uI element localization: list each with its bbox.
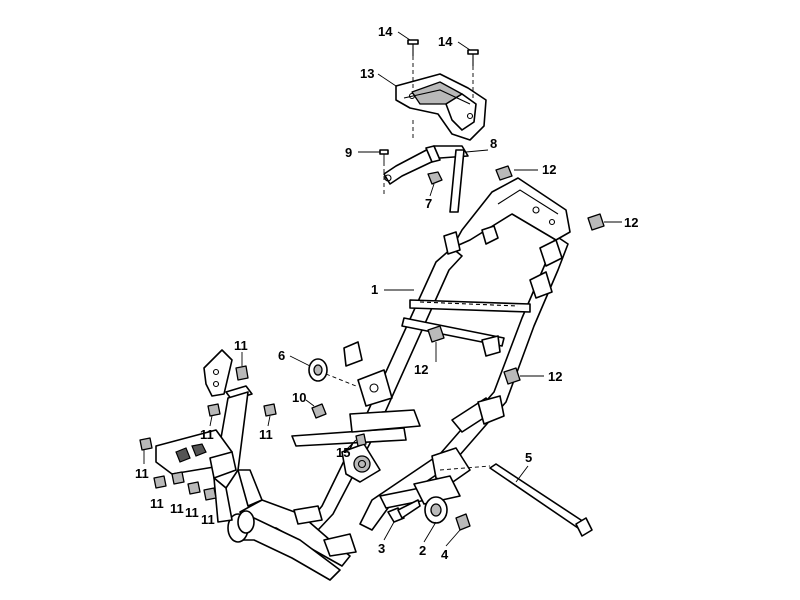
- rack-support-bracket: [379, 120, 469, 213]
- small-parts: [139, 165, 605, 537]
- callout-11-h: 11: [201, 512, 215, 527]
- callout-3: 3: [378, 541, 385, 556]
- callout-5: 5: [525, 450, 532, 465]
- callout-11-b: 11: [200, 427, 214, 442]
- callout-11-d: 11: [135, 466, 149, 481]
- callout-11-e: 11: [150, 496, 164, 511]
- callout-9: 9: [345, 145, 352, 160]
- callout-14-a: 14: [378, 24, 393, 39]
- callout-12-b: 12: [624, 215, 638, 230]
- callout-12-c: 12: [414, 362, 428, 377]
- callout-11-f: 11: [170, 501, 184, 516]
- callout-13: 13: [360, 66, 374, 81]
- callout-4: 4: [441, 547, 449, 562]
- callout-1: 1: [371, 282, 378, 297]
- callout-11-g: 11: [185, 505, 199, 520]
- callout-leaders: [143, 31, 622, 547]
- main-frame: [155, 177, 571, 581]
- callout-14-b: 14: [438, 34, 453, 49]
- callout-10: 10: [292, 390, 306, 405]
- callout-8: 8: [490, 136, 497, 151]
- callout-6: 6: [278, 348, 285, 363]
- rear-rack: [395, 39, 487, 141]
- callout-15: 15: [336, 445, 350, 460]
- callout-11-c: 11: [259, 427, 273, 442]
- callout-12-a: 12: [542, 162, 556, 177]
- callout-11-a: 11: [234, 338, 248, 353]
- callout-7: 7: [425, 196, 432, 211]
- callout-2: 2: [419, 543, 426, 558]
- callout-12-d: 12: [548, 369, 562, 384]
- callout-labels: 1 2 3 4 5 6 7 8 9 10 11 11 11 11 11 11 1…: [135, 24, 638, 562]
